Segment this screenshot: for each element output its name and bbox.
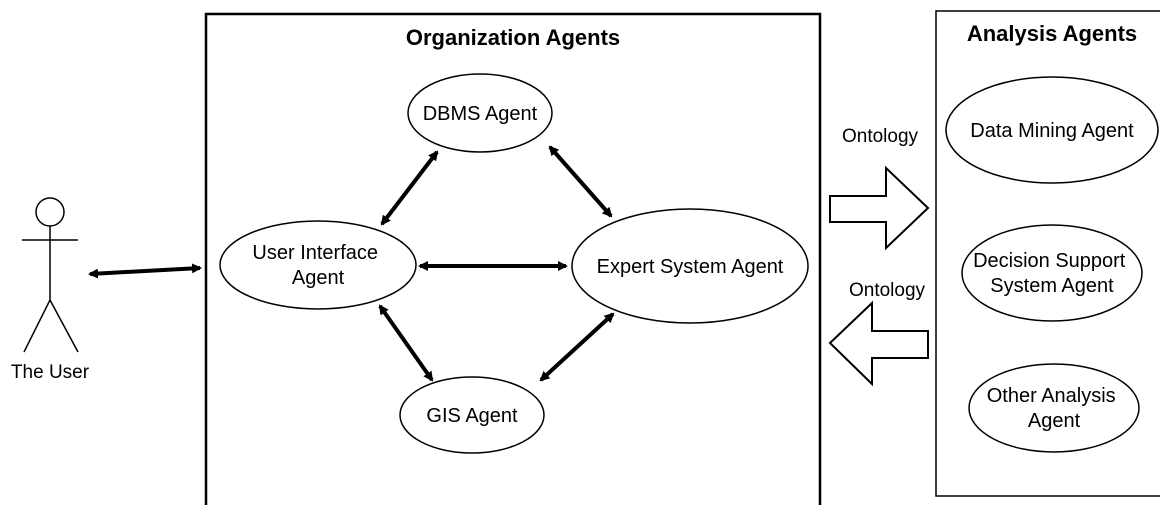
decision-support-agent-line-2: System Agent xyxy=(990,275,1114,297)
expert-system-agent-line-1: Expert System Agent xyxy=(597,256,784,278)
ui-agent-line-2: Agent xyxy=(292,267,345,289)
gis-agent-label: GIS Agent xyxy=(426,405,518,427)
data-mining-agent-line-1: Data Mining Agent xyxy=(970,120,1134,142)
dbms-agent-node: DBMS Agent xyxy=(407,73,553,153)
dbms-agent-line-1: DBMS Agent xyxy=(423,103,538,125)
ontology-top-label: Ontology xyxy=(842,126,919,147)
data-mining-agent-label: Data Mining Agent xyxy=(970,120,1134,142)
decision-support-agent-node: Decision Support System Agent xyxy=(961,224,1143,322)
ui-dbms-arrow xyxy=(380,150,439,226)
ui-agent-line-1: User Interface xyxy=(252,242,378,264)
ontology-right-arrow xyxy=(829,165,930,251)
analysis-agents-box: Analysis Agents Data Mining Agent Decisi… xyxy=(935,10,1160,497)
data-mining-agent-node: Data Mining Agent xyxy=(945,76,1159,184)
ui-agent-node: User Interface Agent xyxy=(219,220,417,310)
decision-support-agent-ellipse xyxy=(961,224,1143,322)
gis-agent-line-1: GIS Agent xyxy=(426,405,518,427)
dbms-expert-arrow xyxy=(548,145,613,218)
user-to-ui-arrow xyxy=(88,263,202,279)
organization-agents-box: Organization Agents DBMS Agent User Inte… xyxy=(204,12,822,505)
ontology-left-arrow xyxy=(828,300,929,387)
decision-support-agent-label: Decision Support System Agent xyxy=(973,250,1131,297)
gis-agent-ellipse xyxy=(399,376,545,454)
dbms-agent-label: DBMS Agent xyxy=(423,103,538,125)
other-analysis-agent-line-2: Agent xyxy=(1028,410,1081,432)
ontology-bottom-label: Ontology xyxy=(849,280,926,301)
gis-expert-arrow xyxy=(539,312,615,382)
other-analysis-agent-ellipse xyxy=(968,363,1140,453)
expert-system-agent-label: Expert System Agent xyxy=(597,256,784,278)
gis-agent-node: GIS Agent xyxy=(399,376,545,454)
ui-agent-ellipse xyxy=(219,220,417,310)
organization-title: Organization Agents xyxy=(406,25,620,50)
expert-system-agent-node: Expert System Agent xyxy=(571,208,809,324)
user-label: The User xyxy=(11,362,90,383)
expert-system-agent-ellipse xyxy=(571,208,809,324)
analysis-title: Analysis Agents xyxy=(967,21,1137,46)
decision-support-agent-line-1: Decision Support xyxy=(973,250,1126,272)
user-left-leg xyxy=(23,299,51,353)
other-analysis-agent-node: Other Analysis Agent xyxy=(968,363,1140,453)
user-actor: The User xyxy=(11,197,90,383)
other-analysis-agent-line-1: Other Analysis xyxy=(987,385,1116,407)
other-analysis-agent-label: Other Analysis Agent xyxy=(987,385,1122,432)
user-head xyxy=(35,197,65,227)
ontology-flows: Ontology Ontology xyxy=(828,126,930,387)
data-mining-agent-ellipse xyxy=(945,76,1159,184)
ui-agent-label: User Interface Agent xyxy=(252,242,383,289)
user-right-leg xyxy=(49,299,79,353)
ui-gis-arrow xyxy=(378,304,434,382)
dbms-agent-ellipse xyxy=(407,73,553,153)
